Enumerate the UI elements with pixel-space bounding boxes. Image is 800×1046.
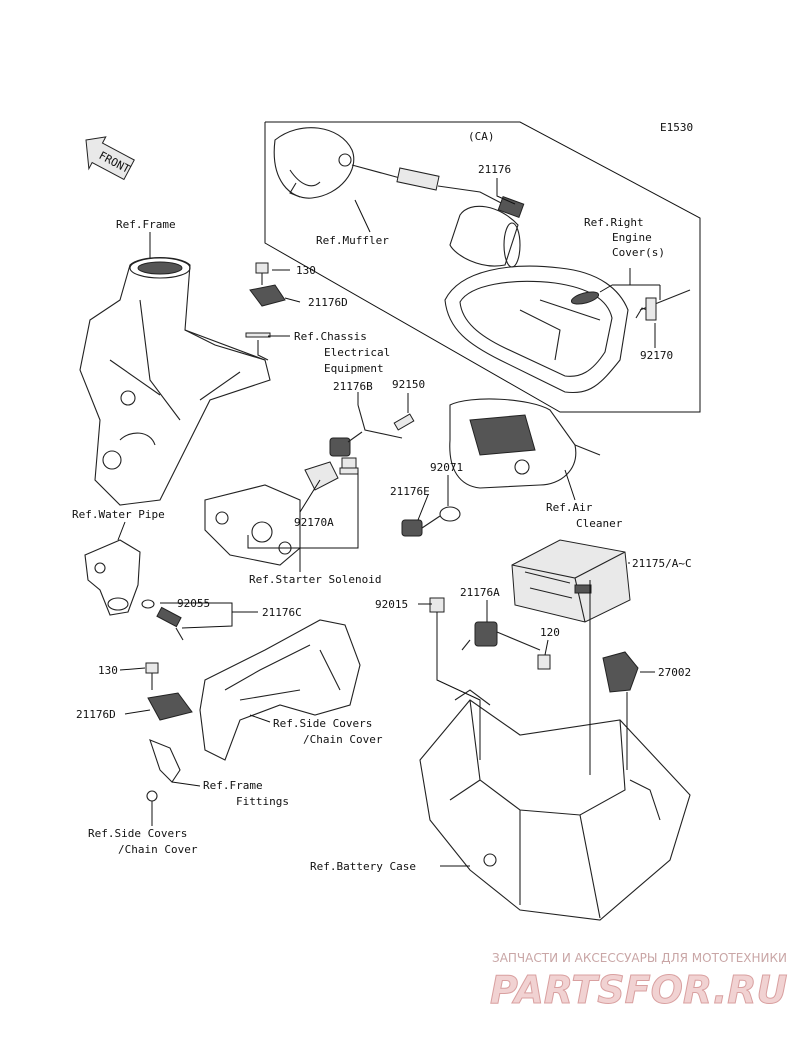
part-21176-label: 21176 xyxy=(478,163,511,176)
ref-right-engine-cover-line1: Ref.Right xyxy=(584,216,644,229)
part-27002-label: 27002 xyxy=(658,666,691,679)
ref-starter-solenoid-label: Ref.Starter Solenoid xyxy=(249,573,381,586)
watermark-tagline: ЗАПЧАСТИ И АКСЕССУАРЫ ДЛЯ МОТОТЕХНИКИ xyxy=(492,951,787,965)
part-21176d-top-label: 21176D xyxy=(308,296,348,309)
ref-side-covers-mid-line1: Ref.Side Covers xyxy=(273,717,372,730)
leader-lines xyxy=(117,178,661,867)
part-21176e-label: 21176E xyxy=(390,485,430,498)
air-cleaner-sketch xyxy=(401,398,601,537)
ref-chassis-line1: Ref.Chassis xyxy=(294,330,367,343)
ref-side-covers-bottom-line2: /Chain Cover xyxy=(118,843,198,856)
front-arrow-icon: FRONT xyxy=(85,136,135,181)
ref-right-engine-cover-line3: Cover(s) xyxy=(612,246,665,259)
watermark: ЗАПЧАСТИ И АКСЕССУАРЫ ДЛЯ МОТОТЕХНИКИ PA… xyxy=(490,951,789,1013)
ref-frame-label: Ref.Frame xyxy=(116,218,176,231)
ref-side-covers-bottom-line1: Ref.Side Covers xyxy=(88,827,187,840)
muffler-sketch xyxy=(273,127,525,268)
engine-cover-sketch xyxy=(444,265,691,394)
ref-chassis-line2: Electrical xyxy=(324,346,390,359)
ca-region-label: (CA) xyxy=(468,130,495,143)
sensor-21176d-bottom-sketch xyxy=(145,662,193,802)
ref-battery-case-label: Ref.Battery Case xyxy=(310,860,416,873)
part-21176b-label: 21176B xyxy=(333,380,373,393)
part-130-bottom-label: 130 xyxy=(98,664,118,677)
part-92150-label: 92150 xyxy=(392,378,425,391)
ref-side-covers-mid-line2: /Chain Cover xyxy=(303,733,383,746)
ref-frame-fittings-line1: Ref.Frame xyxy=(203,779,263,792)
ref-muffler-label: Ref.Muffler xyxy=(316,234,389,247)
part-92071-label: 92071 xyxy=(430,461,463,474)
ref-air-cleaner-line1: Ref.Air xyxy=(546,501,593,514)
part-92170-label: 92170 xyxy=(640,349,673,362)
diagram-code: E1530 xyxy=(660,121,693,134)
part-21176d-bottom-label: 21176D xyxy=(76,708,116,721)
ecu-21175-sketch xyxy=(511,539,631,623)
part-130-top-label: 130 xyxy=(296,264,316,277)
part-92015-label: 92015 xyxy=(375,598,408,611)
ca-inset-frame: (CA) xyxy=(264,121,701,413)
ref-frame-fittings-line2: Fittings xyxy=(236,795,289,808)
ref-chassis-line3: Equipment xyxy=(324,362,384,375)
small-parts-sketch xyxy=(429,597,639,693)
part-92170a-label: 92170A xyxy=(294,516,334,529)
side-cover-bracket-sketch xyxy=(199,619,361,761)
part-21176c-label: 21176C xyxy=(262,606,302,619)
battery-case-sketch xyxy=(419,689,691,921)
part-labels: 21176 Ref.Muffler Ref.Right Engine Cover… xyxy=(72,163,692,873)
part-21176a-label: 21176A xyxy=(460,586,500,599)
frame-sketch xyxy=(79,257,271,506)
ref-water-pipe-label: Ref.Water Pipe xyxy=(72,508,165,521)
water-pipe-sketch xyxy=(84,539,184,641)
starter-solenoid-sketch xyxy=(204,461,359,566)
ref-right-engine-cover-line2: Engine xyxy=(612,231,652,244)
part-92055-label: 92055 xyxy=(177,597,210,610)
ref-air-cleaner-line2: Cleaner xyxy=(576,517,623,530)
sensor-21176d-top-sketch xyxy=(245,262,286,361)
sensor-21176b-sketch xyxy=(329,404,415,469)
part-120-label: 120 xyxy=(540,626,560,639)
part-21175-label: 21175/A~C xyxy=(632,557,692,570)
watermark-brand: PARTSFOR.RU xyxy=(490,968,788,1012)
